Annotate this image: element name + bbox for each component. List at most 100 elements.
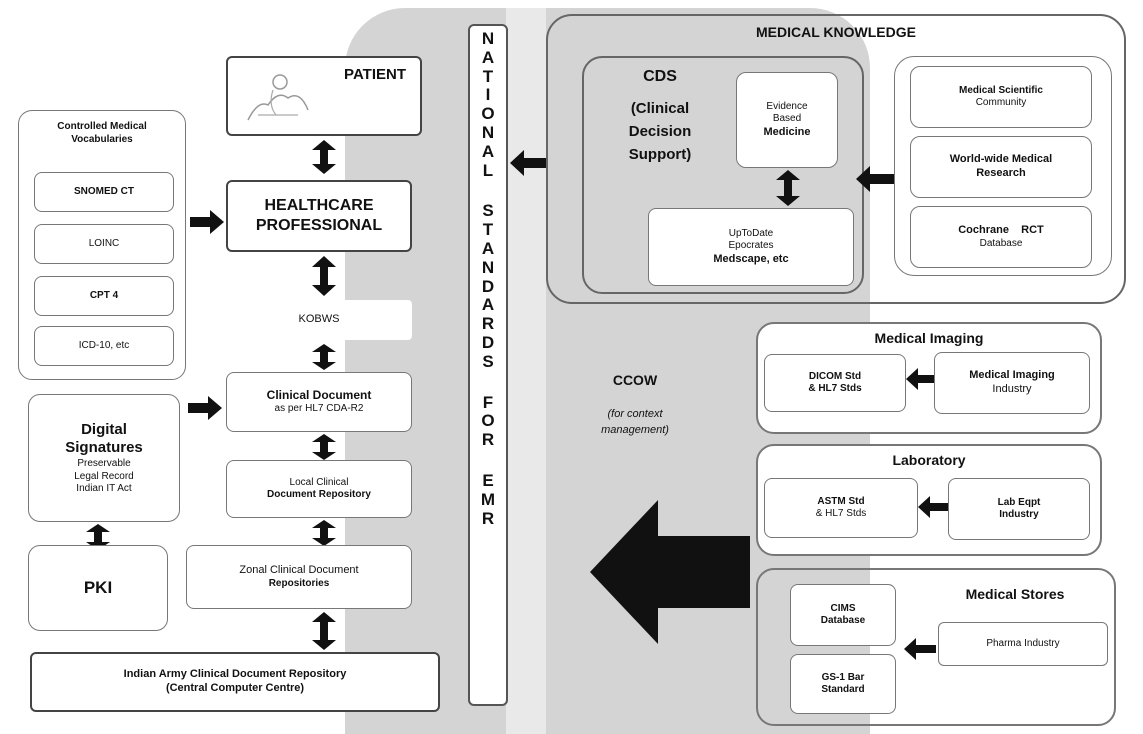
imaging-industry-line2: Industry — [992, 383, 1032, 395]
ebm-line2: Based — [772, 113, 802, 125]
lab-eqpt-industry-box: Lab Eqpt Industry — [948, 478, 1090, 540]
knowledge-source-box: World-wide Medical Research — [910, 136, 1092, 198]
digital-signatures-box: Digital Signatures Preservable Legal Rec… — [28, 394, 180, 522]
digital-signatures-title1: Digital — [81, 420, 127, 438]
double-arrow-icon — [312, 344, 336, 370]
ns-letter: R — [481, 508, 495, 528]
ccow-sub-line2: management) — [601, 424, 669, 436]
gs1-line2: Standard — [821, 684, 865, 695]
knowledge-source-box: Cochrane RCT Database — [910, 206, 1092, 268]
national-standards-text: N A T I O N A L S T A N D A R D S F O R … — [470, 29, 506, 528]
national-standards-bar — [468, 24, 508, 706]
pki-label: PKI — [83, 578, 113, 598]
vocab-item: SNOMED CT — [34, 172, 174, 212]
kobws-box: KOBWS — [226, 300, 412, 340]
uptodate-box: UpToDate Epocrates Medscape, etc — [648, 208, 854, 286]
ns-letter: N — [481, 122, 495, 142]
double-arrow-icon — [312, 140, 336, 174]
vocab-item-label: LOINC — [88, 237, 120, 249]
cims-line2: Database — [820, 615, 866, 626]
right-arrow-icon — [188, 396, 222, 420]
ns-letter: A — [481, 238, 495, 258]
healthcare-professional-box: HEALTHCARE PROFESSIONAL — [226, 180, 412, 252]
left-arrow-icon — [906, 368, 934, 390]
pki-box: PKI — [28, 545, 168, 631]
cds-sub1: (Clinical — [630, 100, 690, 117]
local-repository-box: Local Clinical Document Repository — [226, 460, 412, 518]
central-repository-line2: (Central Computer Centre) — [165, 682, 305, 694]
knowledge-source-box: Medical Scientific Community — [910, 66, 1092, 128]
zonal-repository-box: Zonal Clinical Document Repositories — [186, 545, 412, 609]
large-left-arrow-icon — [590, 500, 750, 644]
digital-signatures-sub2: Legal Record — [74, 470, 134, 482]
uptodate-line2: Epocrates — [728, 240, 774, 252]
ebm-line3: Medicine — [763, 125, 811, 138]
vocab-item-label: SNOMED CT — [74, 185, 134, 197]
pharma-industry-label: Pharma Industry — [986, 637, 1060, 649]
zonal-repository-line1: Zonal Clinical Document — [239, 563, 359, 576]
astm-line2: & HL7 Stds — [815, 508, 867, 519]
patient-illustration-icon — [247, 74, 309, 121]
local-repository-line1: Local Clinical — [289, 476, 349, 488]
medical-imaging-industry-box: Medical Imaging Industry — [934, 352, 1090, 414]
lab-eqpt-line2: Industry — [999, 509, 1039, 520]
ccow-sub-line1: (for context — [607, 408, 663, 420]
astm-line1: ASTM Std — [817, 495, 865, 507]
standards-band-white-strip — [506, 8, 546, 734]
ns-letter: A — [481, 295, 495, 315]
vocab-title-line2: Vocabularies — [71, 133, 133, 145]
vocab-item: ICD-10, etc — [34, 326, 174, 366]
gs1-box: GS-1 Bar Standard — [790, 654, 896, 714]
digital-signatures-sub1: Preservable — [77, 458, 131, 469]
medical-imaging-title: Medical Imaging — [874, 330, 984, 346]
pharma-industry-box: Pharma Industry — [938, 622, 1108, 666]
ns-letter: R — [481, 430, 495, 450]
vocab-item-label: ICD-10, etc — [78, 339, 130, 351]
hcp-line2: PROFESSIONAL — [255, 217, 383, 234]
knowledge-source-line: Medical Scientific — [959, 84, 1043, 96]
knowledge-source-line: World-wide Medical — [949, 153, 1053, 166]
ns-letter: E — [482, 470, 494, 490]
cims-box: CIMS Database — [790, 584, 896, 646]
lab-eqpt-line1: Lab Eqpt — [997, 496, 1041, 508]
ns-letter: D — [481, 332, 495, 352]
medical-stores-group — [756, 568, 1116, 726]
clinical-document-box: Clinical Document as per HL7 CDA-R2 — [226, 372, 412, 432]
left-arrow-icon — [856, 166, 894, 192]
left-arrow-icon — [510, 150, 546, 176]
ns-letter: R — [481, 314, 495, 334]
left-arrow-icon — [918, 496, 948, 518]
uptodate-line3: Medscape, etc — [713, 252, 789, 265]
double-arrow-icon — [776, 170, 800, 206]
astm-box: ASTM Std & HL7 Stds — [764, 478, 918, 538]
ns-letter: M — [480, 489, 496, 509]
ccow-title: CCOW — [612, 372, 658, 388]
dicom-line1: DICOM Std — [808, 370, 862, 382]
ns-letter: L — [482, 160, 494, 180]
central-repository-box: Indian Army Clinical Document Repository… — [30, 652, 440, 712]
double-arrow-icon — [312, 520, 336, 546]
double-arrow-icon — [312, 434, 336, 460]
ns-letter: O — [481, 411, 495, 431]
knowledge-source-line: Community — [975, 97, 1027, 108]
ns-letter: F — [482, 392, 494, 412]
cds-sub2: Decision — [628, 123, 692, 140]
vocab-item: CPT 4 — [34, 276, 174, 316]
evidence-based-medicine-box: Evidence Based Medicine — [736, 72, 838, 168]
ns-letter: T — [482, 220, 494, 240]
medical-knowledge-title: MEDICAL KNOWLEDGE — [756, 24, 916, 40]
medical-stores-title: Medical Stores — [965, 586, 1065, 602]
hcp-line1: HEALTHCARE — [264, 197, 374, 214]
cds-sub3: Support) — [628, 146, 692, 163]
ns-letter: O — [481, 104, 495, 124]
clinical-document-line1: Clinical Document — [266, 388, 372, 403]
dicom-line2: & HL7 Stds — [808, 383, 862, 394]
ns-letter: A — [481, 141, 495, 161]
digital-signatures-title2: Signatures — [65, 439, 143, 457]
double-arrow-icon — [312, 612, 336, 650]
laboratory-title: Laboratory — [892, 452, 966, 468]
vocab-item-label: CPT 4 — [89, 289, 119, 301]
uptodate-line1: UpToDate — [728, 227, 774, 239]
vocab-title-line1: Controlled Medical — [57, 121, 147, 132]
left-arrow-icon — [904, 638, 936, 660]
